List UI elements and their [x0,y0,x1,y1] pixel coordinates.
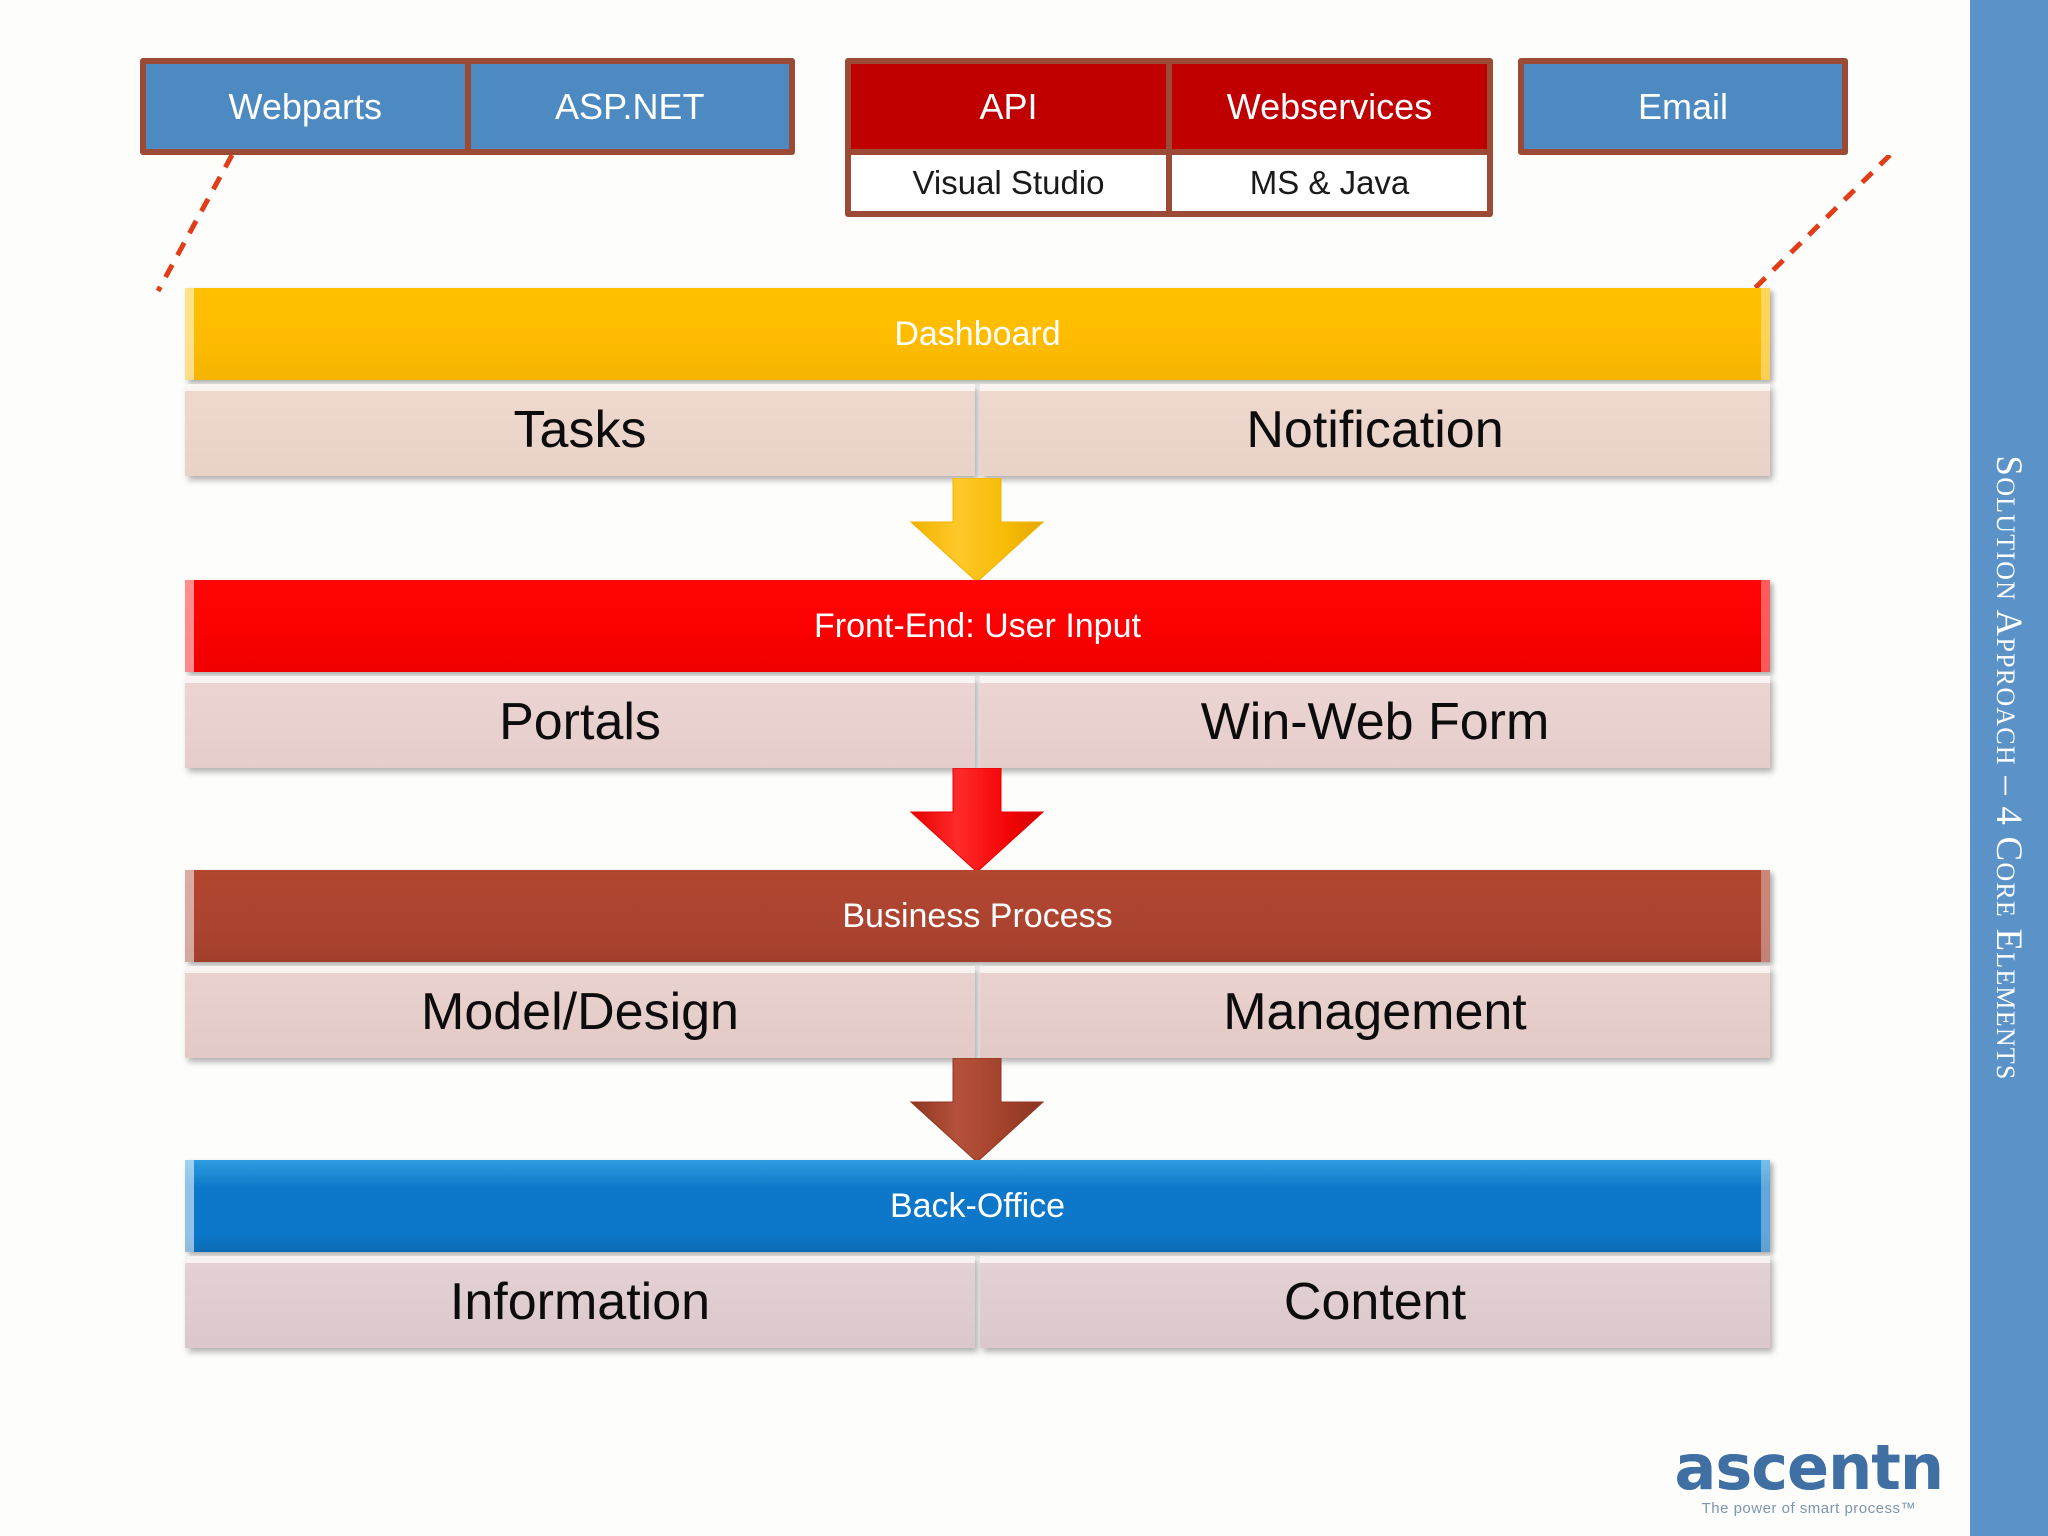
cell-portals[interactable]: Portals [185,676,975,768]
layer-header-frontend[interactable]: Front-End: User Input [185,580,1770,672]
source-box-aspnet[interactable]: ASP.NET [470,64,789,149]
source-row: API Webservices [851,64,1487,149]
layer-dashboard: Dashboard Tasks Notification [185,288,1770,476]
layer-header-back-office[interactable]: Back-Office [185,1160,1770,1252]
layer-frontend: Front-End: User Input Portals Win-Web Fo… [185,580,1770,768]
cell-management[interactable]: Management [980,966,1770,1058]
arrow-dashboard-to-frontend [909,478,1045,583]
source-group-email: Email [1518,58,1848,155]
layer-subrow: Tasks Notification [185,384,1770,476]
layer-header-dashboard[interactable]: Dashboard [185,288,1770,380]
source-box-ms-java[interactable]: MS & Java [1172,155,1487,211]
layer-header-business-process[interactable]: Business Process [185,870,1770,962]
cell-notification[interactable]: Notification [980,384,1770,476]
logo-tagline: The power of smart process™ [1701,1500,1916,1517]
source-row: Email [1524,64,1842,149]
company-logo: ascentn The power of smart process™ [1674,1431,1944,1517]
connector-left-dashed [155,155,235,293]
source-box-visual-studio[interactable]: Visual Studio [851,155,1166,211]
source-group-api: API Webservices Visual Studio MS & Java [845,58,1493,217]
source-box-webservices[interactable]: Webservices [1172,64,1487,149]
layer-business-process: Business Process Model/Design Management [185,870,1770,1058]
cell-win-web-form[interactable]: Win-Web Form [980,676,1770,768]
layer-subrow: Portals Win-Web Form [185,676,1770,768]
source-box-email[interactable]: Email [1524,64,1842,149]
cell-information[interactable]: Information [185,1256,975,1348]
arrow-process-to-backoffice [909,1058,1045,1163]
layer-subrow: Model/Design Management [185,966,1770,1058]
cell-tasks[interactable]: Tasks [185,384,975,476]
logo-wordmark: ascentn [1674,1431,1944,1504]
slide-title: Solution Approach – 4 Core Elements [1988,455,2030,1081]
cell-model-design[interactable]: Model/Design [185,966,975,1058]
source-row: Webparts ASP.NET [146,64,789,149]
right-side-band: Solution Approach – 4 Core Elements [1970,0,2048,1536]
layer-back-office: Back-Office Information Content [185,1160,1770,1348]
source-box-api[interactable]: API [851,64,1166,149]
arrow-frontend-to-process [909,768,1045,873]
connector-right-dashed [1750,155,1892,293]
source-row-detail: Visual Studio MS & Java [851,155,1487,211]
layer-subrow: Information Content [185,1256,1770,1348]
source-group-web: Webparts ASP.NET [140,58,795,155]
source-box-webparts[interactable]: Webparts [146,64,465,149]
cell-content[interactable]: Content [980,1256,1770,1348]
